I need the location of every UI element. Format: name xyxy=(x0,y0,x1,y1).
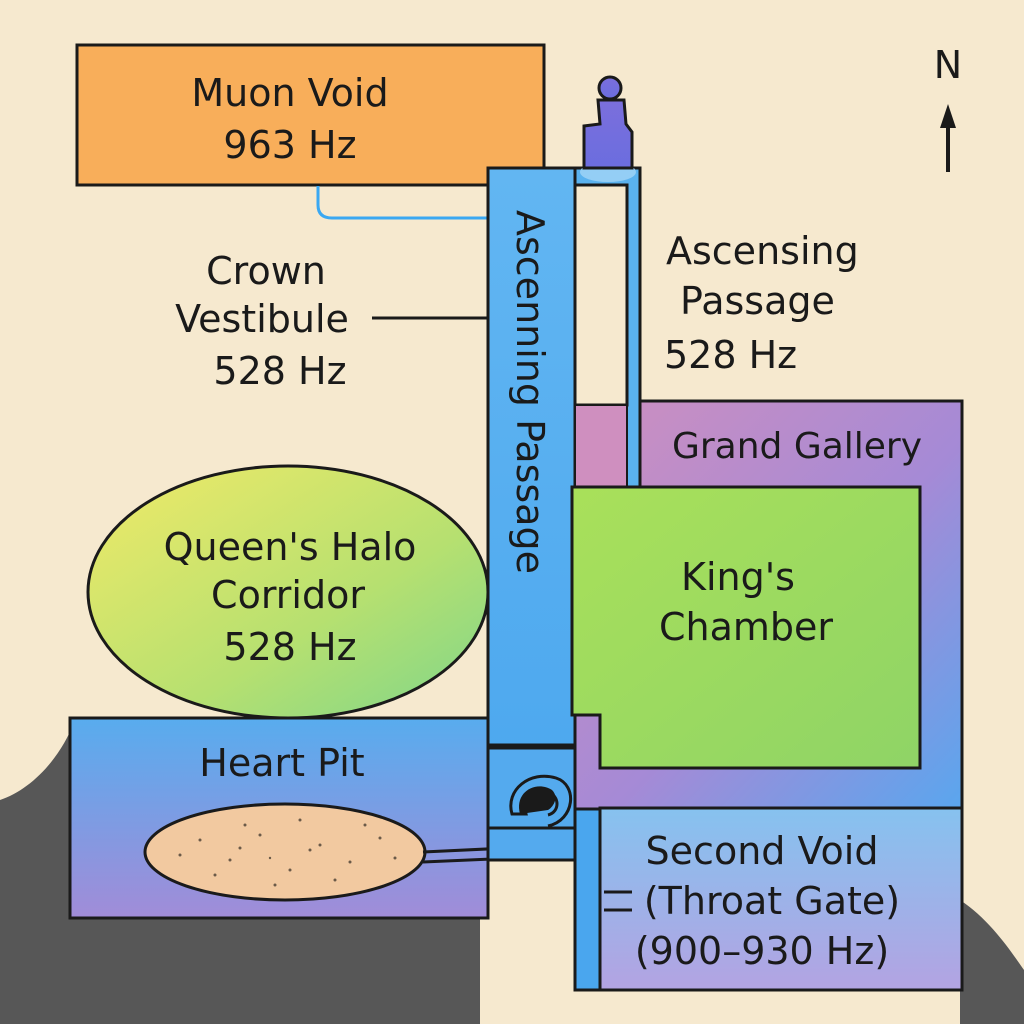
muon-void-frequency: 963 Hz xyxy=(223,123,356,167)
arrow-up-icon xyxy=(940,104,956,172)
north-label: N xyxy=(934,43,962,87)
crown-vestibule-line3: 528 Hz xyxy=(213,349,346,393)
ascensing-passage-line2: Passage xyxy=(680,279,835,323)
sand-speckles xyxy=(178,818,397,887)
second-void-line2: (Throat Gate) xyxy=(644,879,900,923)
kings-chamber-line2: Chamber xyxy=(659,605,833,649)
seated-figure-icon xyxy=(580,75,636,182)
upper-shaft-inner xyxy=(573,183,629,407)
ascensing-passage-line1: Ascensing xyxy=(666,229,859,273)
second-void-box xyxy=(598,806,964,992)
second-void-line3: (900–930 Hz) xyxy=(635,929,889,973)
ascending-passage-vertical-label: Ascenning Passage xyxy=(508,210,552,574)
muon-void-title: Muon Void xyxy=(191,71,388,115)
queens-halo-ellipse xyxy=(86,464,490,720)
heart-pit-label: Heart Pit xyxy=(199,741,364,785)
queens-halo-line1: Queen's Halo xyxy=(164,525,417,569)
spiral-fill xyxy=(518,786,556,814)
upper-shaft-gallery-part xyxy=(574,404,628,488)
muon-void-box xyxy=(75,43,546,187)
kings-chamber-line1: King's xyxy=(681,555,795,599)
crown-vestibule-line1: Crown xyxy=(206,249,326,293)
kings-chamber-box xyxy=(570,485,922,770)
spiral-box xyxy=(486,746,577,830)
heart-pit-sand xyxy=(143,802,427,902)
grand-gallery-label: Grand Gallery xyxy=(672,426,922,467)
queens-halo-line3: 528 Hz xyxy=(223,625,356,669)
muon-void-connector xyxy=(316,186,488,220)
queens-halo-line2: Corridor xyxy=(211,573,365,617)
second-void-line1: Second Void xyxy=(646,829,879,873)
ascensing-passage-line3: 528 Hz xyxy=(664,333,797,377)
ground-silhouette-right xyxy=(960,900,1024,1024)
crown-vestibule-line2: Vestibule xyxy=(175,297,349,341)
